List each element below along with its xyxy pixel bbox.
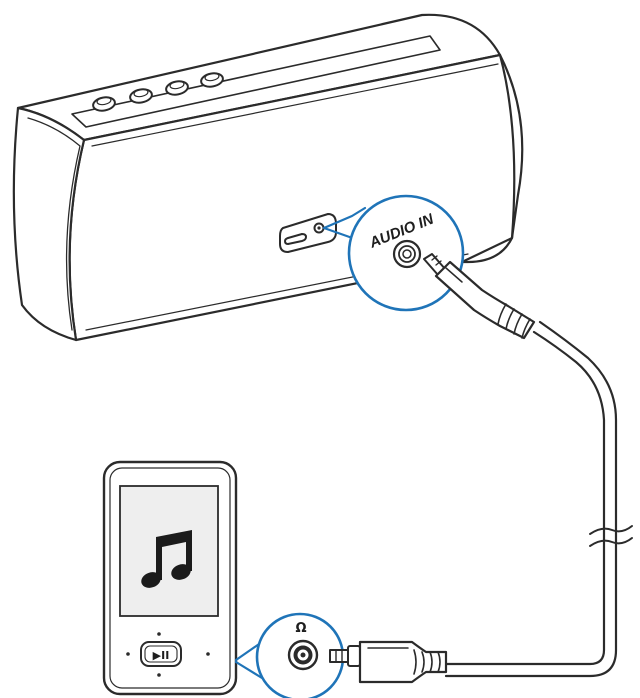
play-pause-button[interactable]: ▶II bbox=[140, 641, 182, 667]
speaker-side-plug bbox=[423, 253, 618, 678]
audio-in-callout: AUDIO IN bbox=[322, 194, 465, 312]
play-pause-label: ▶II bbox=[153, 649, 170, 662]
nav-left-button[interactable] bbox=[126, 652, 130, 656]
usb-port bbox=[284, 233, 307, 245]
nav-right-button[interactable] bbox=[206, 652, 210, 656]
audio-in-jack[interactable] bbox=[392, 239, 422, 269]
callout-pointer-top bbox=[322, 206, 367, 230]
media-player-screen bbox=[119, 485, 219, 617]
music-note-icon bbox=[141, 530, 192, 588]
control-panel bbox=[71, 35, 441, 128]
nav-down-button[interactable] bbox=[157, 673, 161, 677]
aux-cable bbox=[444, 330, 606, 666]
control-buttons bbox=[92, 72, 224, 112]
nav-up-button[interactable] bbox=[157, 632, 161, 636]
player-side-plug bbox=[329, 640, 448, 684]
headphone-icon: Ω bbox=[295, 621, 306, 636]
headphone-callout: Ω bbox=[234, 612, 345, 698]
media-player: ▶II bbox=[102, 460, 238, 696]
cable-break-mark bbox=[589, 525, 633, 547]
